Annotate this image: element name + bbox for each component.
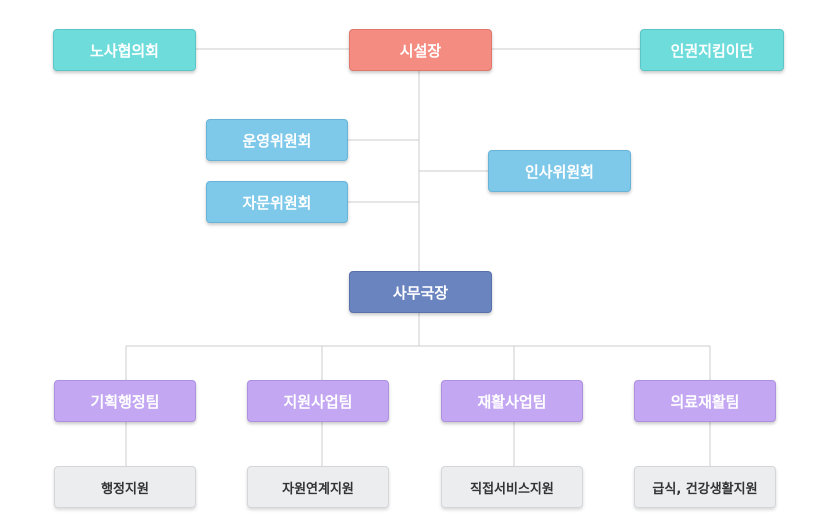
team-box-planning: 기획행정팀 bbox=[54, 380, 196, 422]
head-box: 시설장 bbox=[349, 29, 492, 71]
team-box-support: 지원사업팀 bbox=[247, 380, 389, 422]
committee-advisory-box: 자문위원회 bbox=[206, 181, 348, 223]
committee-operation-box: 운영위원회 bbox=[206, 119, 348, 161]
sub-box-meal-health: 급식, 건강생활지원 bbox=[634, 466, 776, 508]
sub-box-direct-service: 직접서비스지원 bbox=[441, 466, 583, 508]
sub-box-admin: 행정지원 bbox=[54, 466, 196, 508]
labor-council-box: 노사협의회 bbox=[53, 29, 196, 71]
team-box-rehab: 재활사업팀 bbox=[441, 380, 583, 422]
secretary-box: 사무국장 bbox=[349, 271, 492, 313]
sub-box-resource: 자원연계지원 bbox=[247, 466, 389, 508]
team-box-medical: 의료재활팀 bbox=[634, 380, 776, 422]
committee-personnel-box: 인사위원회 bbox=[488, 150, 631, 192]
human-rights-team-box: 인권지킴이단 bbox=[640, 29, 784, 71]
